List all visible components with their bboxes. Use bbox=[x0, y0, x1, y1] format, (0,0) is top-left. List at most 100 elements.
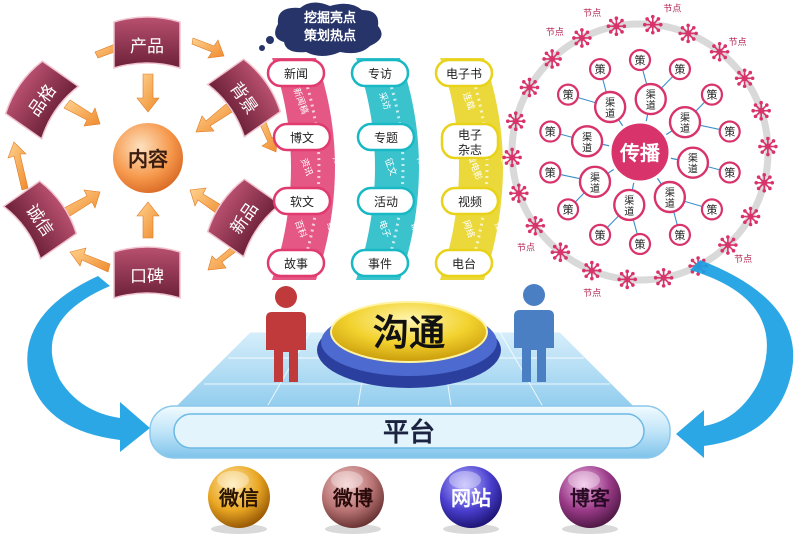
leaf-node-label: 节点 bbox=[583, 288, 601, 299]
leaf-node-label: 节点 bbox=[734, 254, 752, 265]
channel-node: 渠道 bbox=[668, 105, 702, 139]
platform-ball-shape bbox=[559, 466, 621, 528]
thought-bubble: 挖掘亮点 策划热点 bbox=[259, 2, 382, 57]
strategy-node-shape bbox=[718, 120, 741, 143]
channel-node-label: 渠 bbox=[646, 89, 656, 101]
leaf-node-icon bbox=[582, 260, 602, 281]
leaf-node-icon bbox=[678, 23, 698, 44]
platform-balls: 微信微博网站博客 bbox=[208, 466, 621, 534]
leaf-node-icon bbox=[751, 100, 771, 121]
chevron-node-shape bbox=[272, 122, 332, 152]
channel-node-shape bbox=[578, 165, 612, 199]
chevron-node-label: 电子 bbox=[458, 128, 482, 142]
right-blue-arrow bbox=[676, 260, 794, 458]
strategy-node: 策 bbox=[718, 161, 741, 184]
leaf-node-label: 节点 bbox=[517, 242, 535, 253]
leaf-node-icon bbox=[542, 49, 562, 69]
channel-node-label: 道 bbox=[624, 205, 634, 218]
chevron-dots bbox=[300, 69, 321, 269]
strategy-node: 策 bbox=[539, 161, 562, 184]
strategy-node-shape bbox=[588, 58, 612, 81]
channel-node-label: 渠 bbox=[605, 97, 615, 109]
strategy-node-label: 策 bbox=[595, 228, 606, 242]
chevron-node-label: 博文 bbox=[290, 130, 314, 145]
chevron-node-label: 电台 bbox=[452, 256, 476, 271]
network-center-label: 传播 bbox=[619, 141, 661, 165]
strategy-node-label: 策 bbox=[563, 88, 574, 102]
left-blue-arrow bbox=[27, 276, 150, 452]
channel-node-label: 渠 bbox=[680, 112, 690, 124]
channel-node: 渠道 bbox=[634, 82, 667, 116]
chevron-node: 视频 bbox=[440, 186, 500, 216]
chevron-band-1: 新闻稿报道资讯知识百科经验新闻博文软文故事 bbox=[266, 58, 348, 280]
chevron-node: 新闻 bbox=[266, 58, 326, 88]
strategy-node-label: 策 bbox=[635, 53, 646, 67]
leaf-node-icon bbox=[519, 77, 540, 98]
cycle-item-top-left: 品格 bbox=[4, 60, 80, 141]
leaf-node-icon bbox=[734, 68, 755, 89]
chevron-node-shape bbox=[440, 186, 500, 216]
chevron-node-label: 专访 bbox=[368, 66, 392, 81]
strategy-node-label: 策 bbox=[563, 202, 574, 216]
channel-node: 渠道 bbox=[578, 165, 612, 199]
chevron-shape bbox=[272, 58, 335, 280]
chevron-node: 专访 bbox=[350, 58, 410, 88]
cycle-item-bottom-right: 新品 bbox=[206, 178, 282, 259]
strategy-node: 策 bbox=[588, 223, 612, 246]
strategy-node-shape bbox=[628, 48, 652, 72]
strategy-node: 策 bbox=[668, 223, 692, 246]
strategy-node-shape bbox=[700, 198, 724, 221]
strategy-node: 策 bbox=[700, 83, 724, 106]
chevron-node-label: 专题 bbox=[374, 130, 398, 145]
communication-disc: 沟通 bbox=[317, 301, 501, 388]
channel-node-label: 道 bbox=[605, 107, 615, 120]
strategy-node-label: 策 bbox=[706, 202, 717, 216]
channel-node-label: 渠 bbox=[665, 187, 675, 199]
cycle-item-bottom-left: 诚信 bbox=[2, 180, 78, 261]
platform-bar: 平台 bbox=[149, 405, 671, 459]
chevron-node-label: 事件 bbox=[368, 257, 392, 271]
leaf-node-icon bbox=[642, 14, 663, 35]
strategy-node-shape bbox=[718, 161, 741, 184]
leaf-node-icon bbox=[653, 268, 674, 288]
chevron-node: 活动 bbox=[356, 186, 416, 216]
chevron-shape bbox=[440, 58, 503, 280]
chevron-node-label: 活动 bbox=[374, 195, 398, 209]
strategy-node-label: 策 bbox=[706, 88, 717, 102]
platform-ball-label: 博客 bbox=[570, 486, 611, 510]
channel-node-shape bbox=[613, 188, 646, 222]
chevron-dots bbox=[384, 69, 405, 269]
leaf-node-icon bbox=[709, 41, 730, 62]
chevron-node-shape bbox=[266, 58, 326, 88]
platform-label: 平台 bbox=[383, 417, 435, 448]
chevron-node-shape bbox=[272, 186, 332, 216]
channel-node-shape bbox=[668, 105, 702, 139]
strategy-node-label: 策 bbox=[674, 228, 685, 242]
chevron-node: 电子书 bbox=[434, 58, 494, 88]
strategy-node-label: 策 bbox=[545, 125, 556, 139]
leaf-node-icon bbox=[502, 147, 522, 168]
strategy-node-label: 策 bbox=[674, 62, 685, 76]
channel-node: 渠道 bbox=[653, 180, 687, 214]
platform-ball-shape bbox=[208, 466, 270, 528]
chevron-band-2: 采访访谈征文体验电子访谈专访专题活动事件 bbox=[350, 58, 432, 280]
leaf-node-icon bbox=[550, 242, 571, 263]
chevron-node-label: 新闻 bbox=[284, 66, 308, 81]
chevron-node-label: 杂志 bbox=[458, 143, 482, 157]
bubble-line1: 挖掘亮点 bbox=[304, 10, 356, 26]
person-blue-icon bbox=[514, 284, 554, 382]
platform-ball-label: 微信 bbox=[218, 486, 259, 510]
strategy-node-shape bbox=[539, 120, 562, 143]
strategy-node-label: 策 bbox=[635, 237, 646, 251]
channel-node-label: 道 bbox=[680, 122, 690, 135]
leaf-node-label: 节点 bbox=[583, 8, 601, 19]
strategy-node: 策 bbox=[700, 198, 724, 221]
strategy-node-shape bbox=[556, 198, 580, 221]
platform-ball: 网站 bbox=[440, 466, 502, 534]
chevron-node: 事件 bbox=[350, 248, 410, 278]
chevron-node-shape bbox=[440, 122, 500, 160]
cycle-item-bottom-label: 口碑 bbox=[130, 267, 164, 287]
strategy-node-shape bbox=[539, 161, 562, 184]
strategy-node-label: 策 bbox=[724, 165, 735, 179]
